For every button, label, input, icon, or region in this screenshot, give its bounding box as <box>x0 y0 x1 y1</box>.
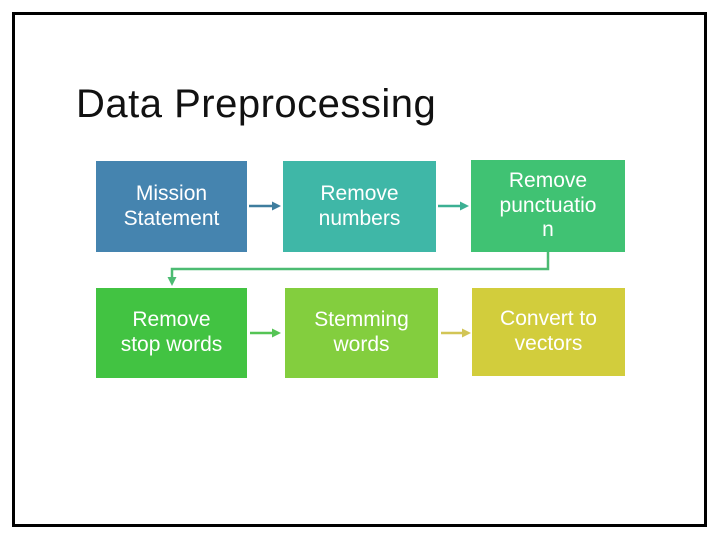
flow-box-remove-punctuation: Remove punctuatio n <box>471 160 625 252</box>
slide-title: Data Preprocessing <box>76 82 437 126</box>
flow-box-label: Convert to vectors <box>500 307 597 355</box>
flow-box-label: Remove stop words <box>120 308 223 356</box>
flow-box-label: Remove numbers <box>318 181 401 230</box>
flow-box-convert-to-vectors: Convert to vectors <box>472 288 625 376</box>
flow-box-label: Stemming words <box>314 308 409 356</box>
flow-box-label: Remove punctuatio n <box>499 169 597 242</box>
flow-box-stemming-words: Stemming words <box>285 288 438 378</box>
flow-box-mission-statement: Mission Statement <box>96 161 247 252</box>
slide-border-frame <box>12 12 707 527</box>
flow-box-remove-stop-words: Remove stop words <box>96 288 247 378</box>
flow-box-remove-numbers: Remove numbers <box>283 161 436 252</box>
flow-box-label: Mission Statement <box>123 181 220 230</box>
